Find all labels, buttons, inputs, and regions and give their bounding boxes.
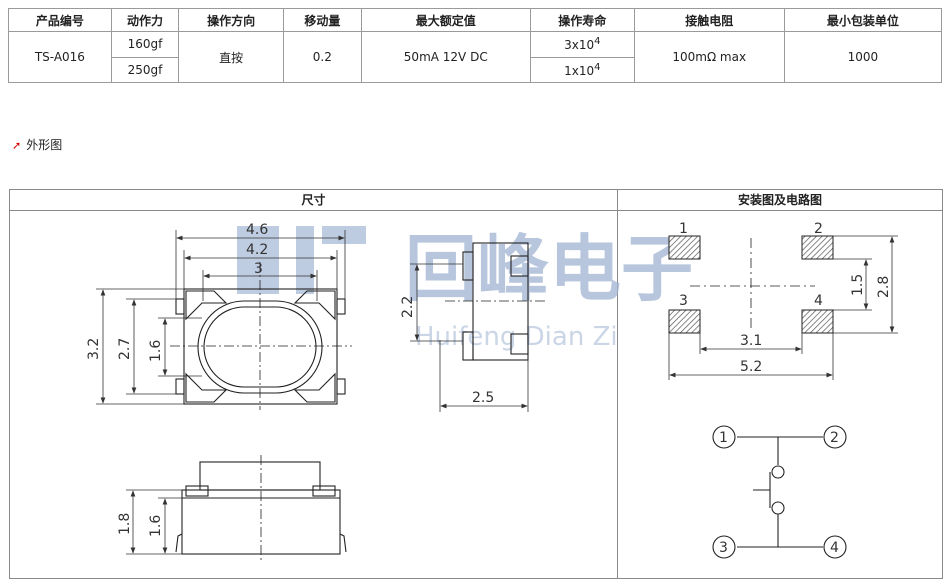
circuit-label-2: 2 bbox=[830, 430, 839, 446]
front-dimensions bbox=[126, 489, 182, 555]
dim-3: 3 bbox=[254, 261, 263, 277]
life-2-base: 1x10 bbox=[564, 63, 595, 78]
circuit-label-1: 1 bbox=[719, 430, 728, 446]
side-view bbox=[445, 242, 545, 361]
watermark-subtext: Huifeng Dian Zi bbox=[415, 322, 618, 352]
side-actuator-top bbox=[462, 251, 474, 281]
cell-life-2: 1x104 bbox=[529, 56, 635, 83]
panel-divider bbox=[617, 190, 618, 578]
pad-3 bbox=[668, 309, 701, 334]
top-terminal-2 bbox=[336, 298, 346, 315]
cell-part-no: TS-A016 bbox=[8, 31, 112, 83]
section-title: 外形图 bbox=[26, 138, 63, 152]
dim-5-2: 5.2 bbox=[740, 359, 762, 375]
spec-table: 产品编号 动作力 操作方向 移动量 最大额定值 操作寿命 接触电阻 最小包装单位… bbox=[8, 8, 943, 83]
drawing-panel: 尺寸 安装图及电路图 bbox=[9, 189, 943, 579]
col-rating: 最大额定值 bbox=[360, 8, 531, 32]
side-dimensions bbox=[410, 263, 529, 412]
cell-resistance: 100mΩ max bbox=[633, 31, 785, 83]
top-corner-tr bbox=[293, 290, 336, 321]
watermark-text: 回峰电子 bbox=[405, 227, 693, 311]
dim-3-2: 3.2 bbox=[86, 338, 102, 360]
life-2-exp: 4 bbox=[594, 61, 601, 73]
dim-2-2: 2.2 bbox=[400, 296, 416, 318]
top-corner-bl bbox=[185, 372, 228, 403]
cell-travel: 0.2 bbox=[283, 31, 362, 83]
spec-row-2: 250gf 1x104 bbox=[9, 56, 942, 83]
panel-header-dimensions: 尺寸 bbox=[10, 190, 617, 211]
top-corner-br bbox=[293, 372, 336, 403]
dim-front-1-6: 1.6 bbox=[148, 515, 164, 537]
top-view bbox=[170, 262, 352, 410]
circuit-label-4: 4 bbox=[830, 540, 839, 556]
side-body bbox=[472, 242, 529, 361]
spec-header-row: 产品编号 动作力 操作方向 移动量 最大额定值 操作寿命 接触电阻 最小包装单位 bbox=[8, 8, 943, 32]
front-lead-right bbox=[339, 533, 347, 553]
pad-2 bbox=[801, 235, 834, 260]
top-terminal-4 bbox=[336, 378, 346, 395]
circuit-contact-top bbox=[771, 465, 785, 479]
dim-3-1: 3.1 bbox=[740, 333, 762, 349]
front-lead-left bbox=[175, 533, 183, 553]
dim-2-5: 2.5 bbox=[472, 390, 494, 406]
watermark-logo-bar bbox=[296, 226, 314, 294]
cell-rating: 50mA 12V DC bbox=[360, 31, 531, 83]
cell-min-pack: 1000 bbox=[783, 31, 943, 83]
pad-dimensions bbox=[668, 235, 898, 380]
life-1-base: 3x10 bbox=[564, 38, 595, 53]
life-1-exp: 4 bbox=[594, 36, 601, 48]
pad-label-3: 3 bbox=[679, 293, 688, 309]
dim-4-2: 4.2 bbox=[246, 242, 268, 258]
dim-1-6: 1.6 bbox=[148, 340, 164, 362]
circuit-contact-bottom bbox=[771, 501, 785, 515]
cell-force-2: 250gf bbox=[110, 56, 180, 83]
top-terminal-1 bbox=[175, 298, 185, 315]
cell-direction: 直按 bbox=[178, 31, 285, 83]
top-body bbox=[183, 288, 338, 405]
pad-label-4: 4 bbox=[814, 293, 823, 309]
side-terminal-bottom bbox=[510, 333, 529, 355]
dim-2-8: 2.8 bbox=[876, 276, 892, 298]
col-direction: 操作方向 bbox=[178, 8, 285, 32]
dim-1-5: 1.5 bbox=[850, 274, 866, 296]
panel-header-mounting: 安装图及电路图 bbox=[618, 190, 942, 211]
spec-row-1: TS-A016 160gf 直按 0.2 50mA 12V DC 3x104 1… bbox=[8, 31, 943, 83]
circuit-node-2 bbox=[823, 425, 847, 449]
col-life: 操作寿命 bbox=[529, 8, 635, 32]
circuit-label-3: 3 bbox=[719, 540, 728, 556]
pad-label-2: 2 bbox=[814, 221, 823, 237]
dim-4-6: 4.6 bbox=[246, 222, 268, 238]
side-actuator-bottom bbox=[462, 331, 474, 361]
pad-layout bbox=[668, 235, 834, 334]
section-heading: ➚ 外形图 bbox=[12, 136, 62, 153]
top-corner-tl bbox=[185, 290, 228, 321]
front-view bbox=[175, 455, 347, 560]
arrow-icon: ➚ bbox=[12, 139, 22, 152]
front-tab-right bbox=[312, 485, 336, 497]
circuit-node-1 bbox=[712, 425, 736, 449]
pad-1 bbox=[668, 235, 701, 260]
pad-4 bbox=[801, 309, 834, 334]
top-terminal-3 bbox=[175, 378, 185, 395]
col-resistance: 接触电阻 bbox=[633, 8, 785, 32]
front-tab-left bbox=[185, 485, 209, 497]
col-part-no: 产品编号 bbox=[8, 8, 112, 32]
pad-label-1: 1 bbox=[679, 221, 688, 237]
col-force: 动作力 bbox=[110, 8, 180, 32]
front-actuator bbox=[199, 461, 321, 491]
dim-1-8: 1.8 bbox=[117, 513, 133, 535]
watermark: 回峰电子 Huifeng Dian Zi bbox=[237, 226, 693, 352]
dim-2-7: 2.7 bbox=[117, 338, 133, 360]
circuit-diagram bbox=[712, 425, 847, 559]
col-travel: 移动量 bbox=[283, 8, 362, 32]
circuit-node-3 bbox=[712, 535, 736, 559]
side-terminal-top bbox=[510, 255, 529, 277]
circuit-node-4 bbox=[823, 535, 847, 559]
top-dimensions bbox=[96, 230, 346, 405]
watermark-logo-top bbox=[322, 226, 366, 244]
